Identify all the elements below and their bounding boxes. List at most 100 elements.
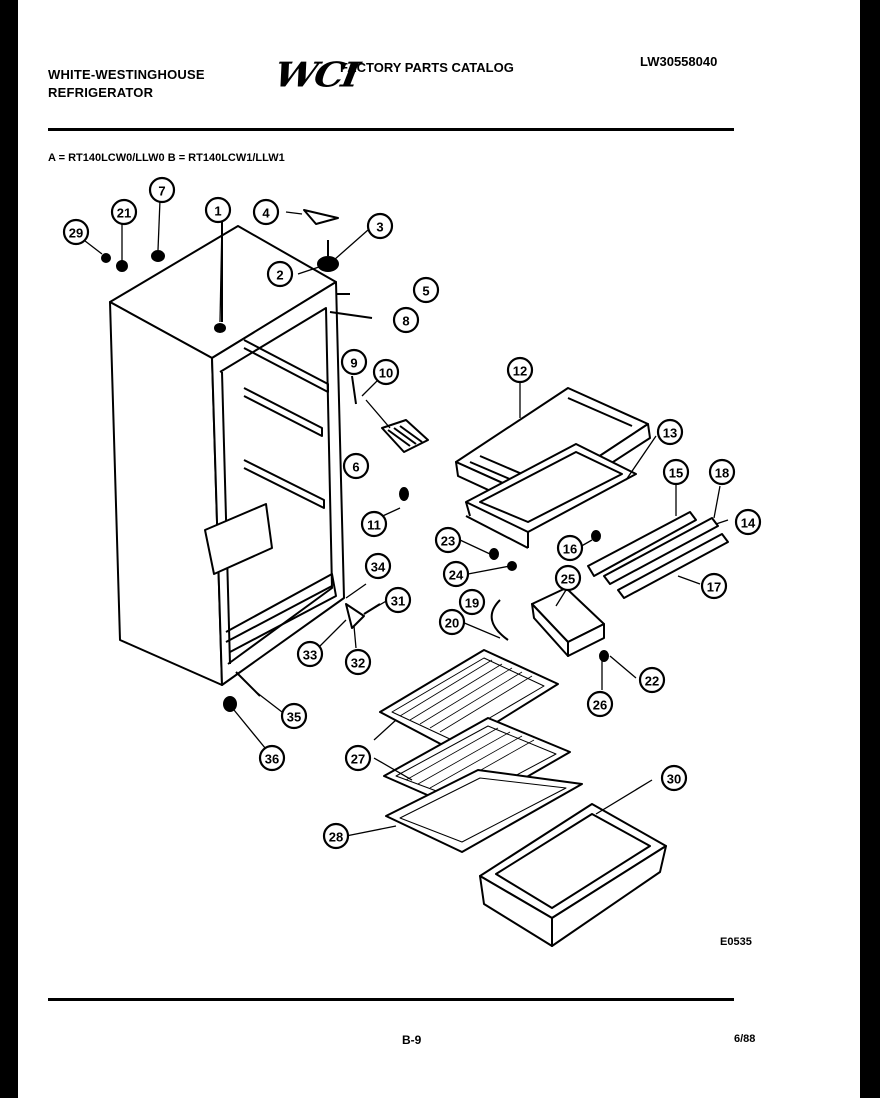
document-number: LW30558040 (640, 54, 718, 69)
callout-number: 15 (669, 466, 683, 481)
callout-circle (700, 572, 728, 600)
brand-line-2: REFRIGERATOR (48, 85, 154, 100)
callout-9: 9 (340, 348, 368, 376)
callout-circle (412, 276, 440, 304)
callout-circle (384, 586, 412, 614)
callout-number: 5 (422, 284, 429, 299)
callout-number: 1 (214, 204, 221, 219)
callout-circle (638, 666, 666, 694)
callout-circle (366, 212, 394, 240)
callout-number: 21 (117, 206, 131, 221)
callout-number: 13 (663, 426, 677, 441)
callout-number: 6 (352, 460, 359, 475)
callout-31: 31 (384, 586, 412, 614)
callout-32: 32 (344, 648, 372, 676)
callout-11: 11 (360, 510, 388, 538)
callout-circle (438, 608, 466, 636)
callout-circle (344, 648, 372, 676)
callout-number: 22 (645, 674, 659, 689)
brand-line-1: WHITE-WESTINGHOUSE (48, 67, 205, 82)
callout-circle (148, 176, 176, 204)
callout-number: 11 (367, 518, 381, 533)
callout-number: 8 (402, 314, 409, 329)
callout-25: 25 (554, 564, 582, 592)
callout-circle (280, 702, 308, 730)
callout-number: 31 (391, 594, 405, 609)
callout-7: 7 (148, 176, 176, 204)
callout-circle (586, 690, 614, 718)
page-number: B-9 (402, 1033, 422, 1047)
callout-20: 20 (438, 608, 466, 636)
callout-36: 36 (258, 744, 286, 772)
callout-number: 3 (376, 220, 383, 235)
callout-number: 36 (265, 752, 279, 767)
callout-27: 27 (344, 744, 372, 772)
callout-24: 24 (442, 560, 470, 588)
callout-16: 16 (556, 534, 584, 562)
callout-circle (62, 218, 90, 246)
callout-circle (372, 358, 400, 386)
callout-28: 28 (322, 822, 350, 850)
callout-circle (204, 196, 232, 224)
callout-circle (506, 356, 534, 384)
callout-circle (660, 764, 688, 792)
callout-30: 30 (660, 764, 688, 792)
callout-circle (364, 552, 392, 580)
callout-number: 18 (715, 466, 729, 481)
callout-circle (266, 260, 294, 288)
callout-14: 14 (734, 508, 762, 536)
callout-circle (340, 348, 368, 376)
callout-circle (344, 744, 372, 772)
revision-date: 6/88 (734, 1033, 756, 1045)
callout-number: 32 (351, 656, 365, 671)
callout-22: 22 (638, 666, 666, 694)
callout-circle (656, 418, 684, 446)
callout-number: 24 (449, 568, 464, 583)
callout-number: 14 (741, 516, 756, 531)
callout-2: 2 (266, 260, 294, 288)
callout-6: 6 (342, 452, 370, 480)
callout-15: 15 (662, 458, 690, 486)
callout-number: 10 (379, 366, 393, 381)
callout-circle (458, 588, 486, 616)
callout-number: 28 (329, 830, 343, 845)
callout-29: 29 (62, 218, 90, 246)
callout-circle (252, 198, 280, 226)
glass-shelf (379, 649, 559, 751)
callout-17: 17 (700, 572, 728, 600)
callout-number: 29 (69, 226, 83, 241)
callout-10: 10 (372, 358, 400, 386)
callout-4: 4 (252, 198, 280, 226)
callout-19: 19 (458, 588, 486, 616)
callout-number: 16 (563, 542, 577, 557)
callout-number: 23 (441, 534, 455, 549)
callout-circle (258, 744, 286, 772)
callout-number: 25 (561, 572, 575, 587)
footer-rule (48, 998, 734, 1001)
callout-35: 35 (280, 702, 308, 730)
callout-circle (296, 640, 324, 668)
callout-circle (110, 198, 138, 226)
catalog-title: FACTORY PARTS CATALOG (340, 60, 514, 75)
callout-circle (442, 560, 470, 588)
callout-circle (392, 306, 420, 334)
callout-number: 12 (513, 364, 527, 379)
callout-number: 7 (158, 184, 165, 199)
callout-circle (342, 452, 370, 480)
callout-number: 27 (351, 752, 365, 767)
callout-circle (734, 508, 762, 536)
callout-number: 35 (287, 710, 301, 725)
callout-number: 33 (303, 648, 317, 663)
crisper-drawer (479, 803, 667, 947)
callout-1: 1 (204, 196, 232, 224)
callout-circle (554, 564, 582, 592)
callout-33: 33 (296, 640, 324, 668)
callout-circle (360, 510, 388, 538)
callout-number: 20 (445, 616, 459, 631)
callout-5: 5 (412, 276, 440, 304)
callout-8: 8 (392, 306, 420, 334)
callout-circle (708, 458, 736, 486)
callout-3: 3 (366, 212, 394, 240)
callout-12: 12 (506, 356, 534, 384)
